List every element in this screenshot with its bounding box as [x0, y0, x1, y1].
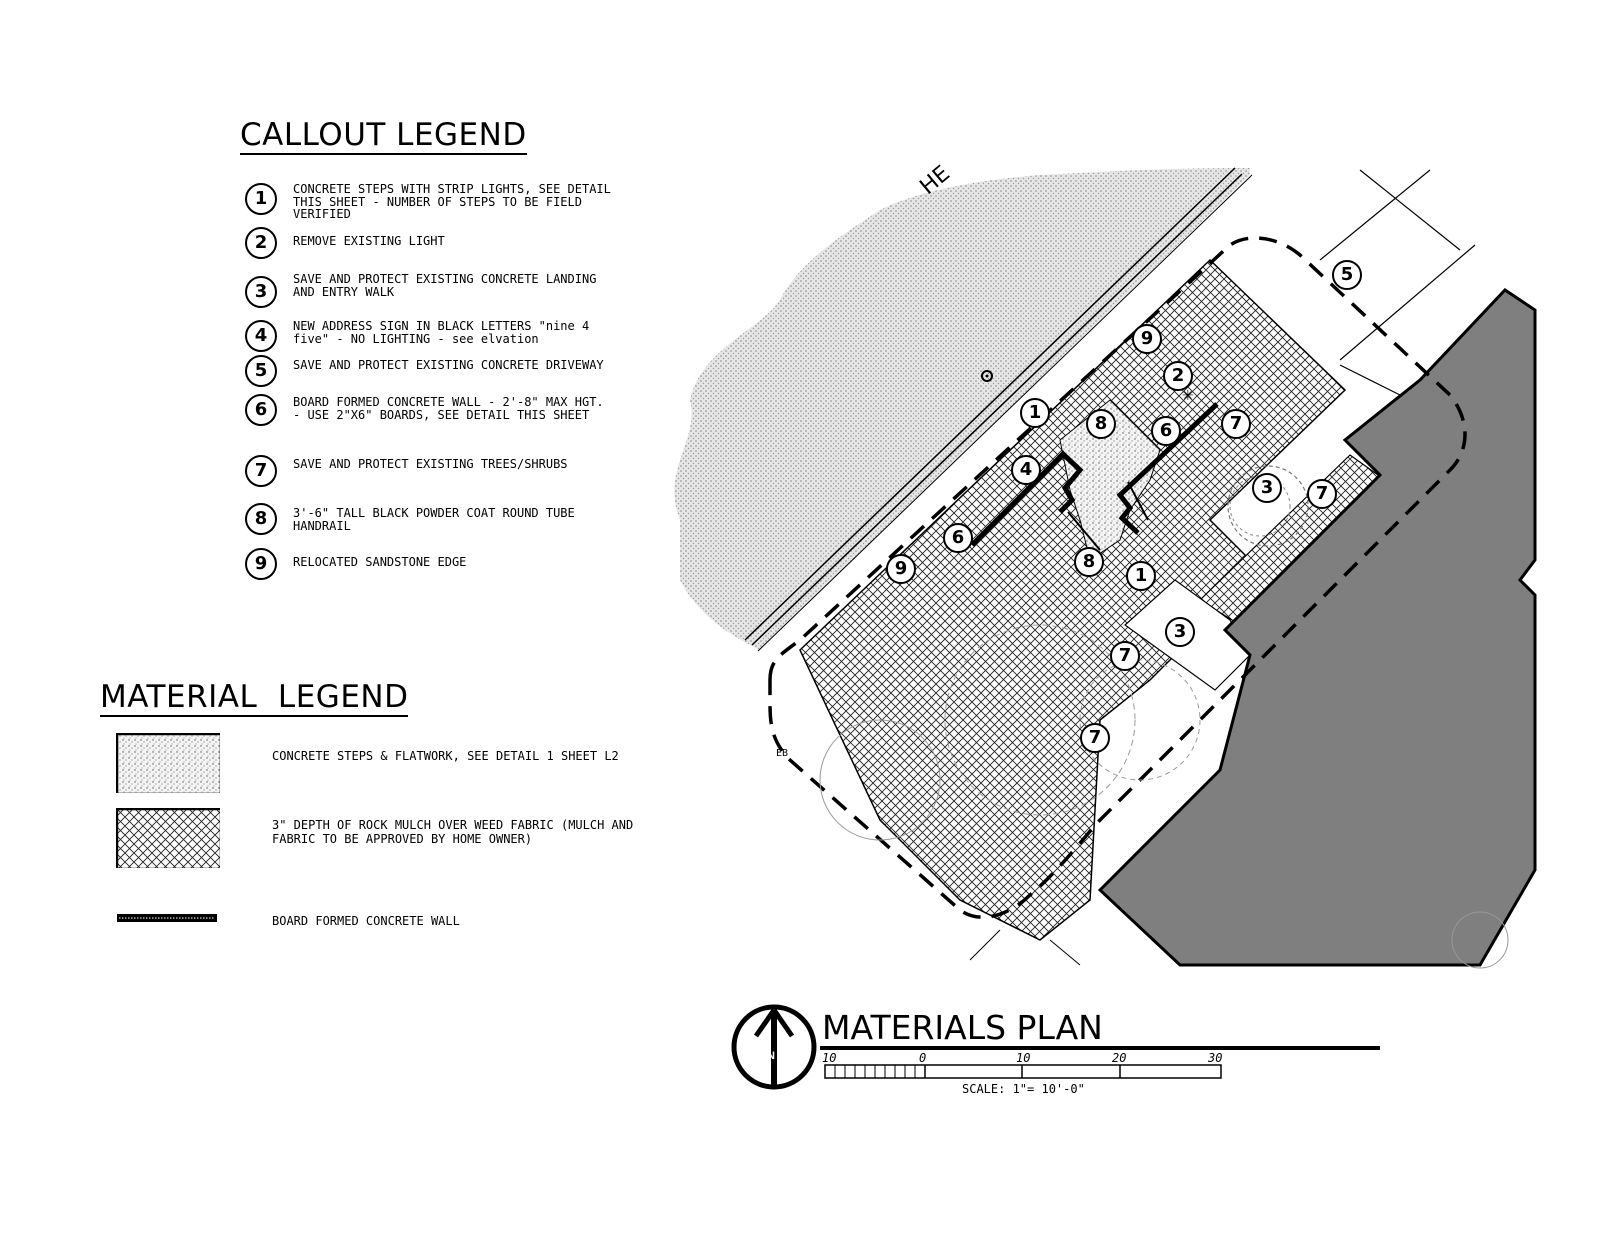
scale-tick: 20	[1112, 1051, 1127, 1065]
callout-item: 7 SAVE AND PROTECT EXISTING TREES/SHRUBS	[245, 455, 645, 495]
tree-outline	[944, 624, 1136, 816]
callout-text: SAVE AND PROTECT EXISTING TREES/SHRUBS	[293, 457, 568, 471]
north-label: N	[767, 1050, 775, 1062]
light-symbol	[981, 370, 993, 382]
plan-callout: 7	[1080, 723, 1110, 753]
edge-line	[1049, 939, 1081, 966]
plan-callout: 4	[1011, 455, 1041, 485]
callout-item: 1 CONCRETE STEPS WITH STRIP LIGHTS, SEE …	[245, 183, 645, 223]
callout-text: NEW ADDRESS SIGN IN BLACK LETTERS "nine …	[293, 319, 590, 346]
driveway-line	[1319, 169, 1431, 261]
callout-number: 3	[245, 276, 277, 308]
callout-text: SAVE AND PROTECT EXISTING CONCRETE LANDI…	[293, 272, 597, 299]
plan-callout: 3	[1165, 617, 1195, 647]
callout-item: 2 REMOVE EXISTING LIGHT	[245, 227, 645, 267]
material-text-wall: BOARD FORMED CONCRETE WALL	[272, 914, 460, 928]
callout-item: 9 RELOCATED SANDSTONE EDGE	[245, 548, 645, 588]
callout-text: CONCRETE STEPS WITH STRIP LIGHTS, SEE DE…	[293, 182, 611, 221]
scale-bar-graphic	[824, 1064, 1222, 1079]
scale-label: SCALE: 1"= 10'-0"	[962, 1082, 1085, 1096]
callout-text: REMOVE EXISTING LIGHT	[293, 234, 445, 248]
scale-tick: 0	[919, 1051, 927, 1065]
plan-callout: 7	[1307, 479, 1337, 509]
plan-callout: 2	[1163, 361, 1193, 391]
light-symbol	[985, 374, 989, 378]
tree-outline	[1451, 911, 1509, 969]
callout-number: 7	[245, 455, 277, 487]
scale-tick: 10	[1016, 1051, 1031, 1065]
limit-of-work-line	[768, 236, 1467, 919]
tree-outline	[1079, 659, 1201, 781]
handrail	[1127, 481, 1149, 521]
plan-callout: 7	[1221, 409, 1251, 439]
title-underline	[820, 1046, 1380, 1050]
eb-label: EB	[776, 748, 789, 759]
callout-item: 6 BOARD FORMED CONCRETE WALL - 2'-8" MAX…	[245, 394, 645, 434]
plan-callout: 8	[1086, 409, 1116, 439]
callout-item: 4 NEW ADDRESS SIGN IN BLACK LETTERS "nin…	[245, 320, 645, 360]
plan-callout: 6	[1151, 416, 1181, 446]
scale-tick: 30	[1208, 1051, 1223, 1065]
plan-callout: 1	[1020, 398, 1050, 428]
street-line	[751, 173, 1243, 646]
driveway-line	[1339, 244, 1476, 361]
street-line	[757, 174, 1253, 652]
callout-number: 2	[245, 227, 277, 259]
driveway-line	[1359, 169, 1461, 251]
scale-tick: 10	[822, 1051, 837, 1065]
callout-number: 8	[245, 503, 277, 535]
lawn-area	[674, 168, 1250, 650]
material-text-rock-mulch: 3" DEPTH OF ROCK MULCH OVER WEED FABRIC …	[272, 818, 634, 846]
plan-callout: 8	[1074, 547, 1104, 577]
concrete-wall	[1116, 402, 1219, 535]
plan-callout: 9	[1132, 324, 1162, 354]
callout-text: 3'-6" TALL BLACK POWDER COAT ROUND TUBE …	[293, 506, 575, 533]
material-text-concrete: CONCRETE STEPS & FLATWORK, SEE DETAIL 1 …	[272, 749, 619, 763]
building	[1097, 288, 1537, 967]
plan-callout: 1	[1126, 561, 1156, 591]
street-line	[744, 167, 1236, 641]
callout-text: BOARD FORMED CONCRETE WALL - 2'-8" MAX H…	[293, 395, 604, 422]
tree-outline	[1227, 465, 1309, 547]
concrete-swatch	[116, 733, 220, 793]
callout-item: 8 3'-6" TALL BLACK POWDER COAT ROUND TUB…	[245, 503, 645, 543]
plan-callout: 3	[1252, 473, 1282, 503]
callout-legend-title: CALLOUT LEGEND	[240, 117, 527, 155]
callout-number: 1	[245, 183, 277, 215]
tree-outline	[1229, 475, 1291, 537]
existing-light-mark: ✳	[1182, 388, 1194, 404]
plan-callout: 9	[886, 554, 916, 584]
callout-number: 9	[245, 548, 277, 580]
rock-mulch-swatch	[116, 808, 220, 868]
plan-callout: 7	[1110, 641, 1140, 671]
callout-item: 5 SAVE AND PROTECT EXISTING CONCRETE DRI…	[245, 355, 645, 395]
concrete-wall	[970, 450, 1084, 547]
callout-number: 5	[245, 355, 277, 387]
edge-line	[969, 929, 1001, 961]
concrete-steps	[1059, 399, 1161, 561]
wall-swatch	[117, 914, 217, 922]
plan-callout: 5	[1332, 260, 1362, 290]
callout-number: 4	[245, 320, 277, 352]
plan-callout: 6	[943, 523, 973, 553]
material-legend-title: MATERIAL LEGEND	[100, 679, 409, 717]
driveway-line	[1339, 364, 1411, 401]
plan-title: MATERIALS PLAN	[822, 1008, 1103, 1047]
callout-text: SAVE AND PROTECT EXISTING CONCRETE DRIVE…	[293, 358, 604, 372]
north-arrow	[731, 1004, 817, 1090]
handrail	[1067, 511, 1101, 551]
mulch-bed	[799, 258, 1347, 941]
callout-text: RELOCATED SANDSTONE EDGE	[293, 555, 467, 569]
callout-item: 3 SAVE AND PROTECT EXISTING CONCRETE LAN…	[245, 272, 645, 316]
tree-outline	[819, 719, 941, 841]
callout-number: 6	[245, 394, 277, 426]
